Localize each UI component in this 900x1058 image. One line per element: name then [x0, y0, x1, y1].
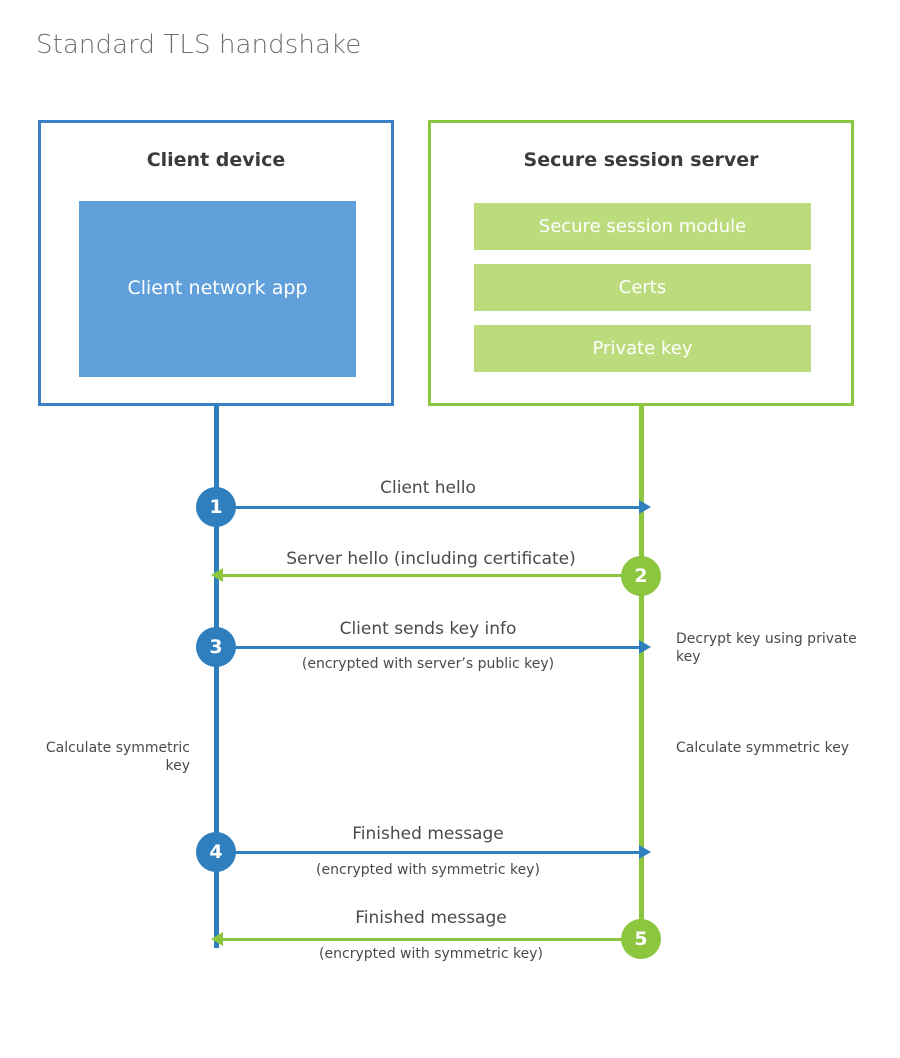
annotation-calculate-symmetric-key-client: Calculate symmetric key [45, 740, 190, 774]
message-arrow-server-hello [211, 568, 640, 582]
step-marker-5: 5 [621, 919, 661, 959]
message-label-server-hello: Server hello (including certificate) [286, 549, 576, 569]
step-marker-4: 4 [196, 832, 236, 872]
message-sublabel-encrypted-symmetric-key-client: (encrypted with symmetric key) [316, 862, 540, 878]
message-label-client-hello: Client hello [380, 478, 476, 498]
message-arrow-client-hello [216, 500, 651, 514]
arrowhead-left-icon [211, 932, 223, 946]
client-network-app-block: Client network app [79, 201, 356, 377]
message-label-finished-message-server: Finished message [355, 908, 507, 928]
annotation-decrypt-key: Decrypt key using private key [676, 631, 857, 665]
step-marker-2: 2 [621, 556, 661, 596]
server-component-private-key: Private key [474, 325, 811, 372]
secure-session-server-title: Secure session server [523, 149, 759, 171]
message-sublabel-encrypted-public-key: (encrypted with server’s public key) [301, 656, 555, 672]
message-arrow-client-sends-key-info [216, 640, 651, 654]
client-device-box: Client device Client network app [38, 120, 394, 406]
client-device-title: Client device [146, 149, 286, 171]
server-component-secure-session-module: Secure session module [474, 203, 811, 250]
arrowhead-right-icon [639, 845, 651, 859]
message-arrow-finished-message-client [216, 845, 651, 859]
message-arrow-finished-message-server [211, 932, 640, 946]
arrowhead-left-icon [211, 568, 223, 582]
message-sublabel-encrypted-symmetric-key-server: (encrypted with symmetric key) [319, 946, 543, 962]
arrowhead-right-icon [639, 500, 651, 514]
client-lifeline [214, 403, 219, 948]
arrowhead-right-icon [639, 640, 651, 654]
annotation-calculate-symmetric-key-server: Calculate symmetric key [676, 740, 850, 756]
step-marker-3: 3 [196, 627, 236, 667]
server-component-certs: Certs [474, 264, 811, 311]
message-label-client-sends-key-info: Client sends key info [339, 619, 517, 639]
step-marker-1: 1 [196, 487, 236, 527]
message-label-finished-message-client: Finished message [352, 824, 504, 844]
page-title: Standard TLS handshake [36, 30, 362, 60]
secure-session-server-box: Secure session server Secure session mod… [428, 120, 854, 406]
server-lifeline [639, 403, 644, 940]
